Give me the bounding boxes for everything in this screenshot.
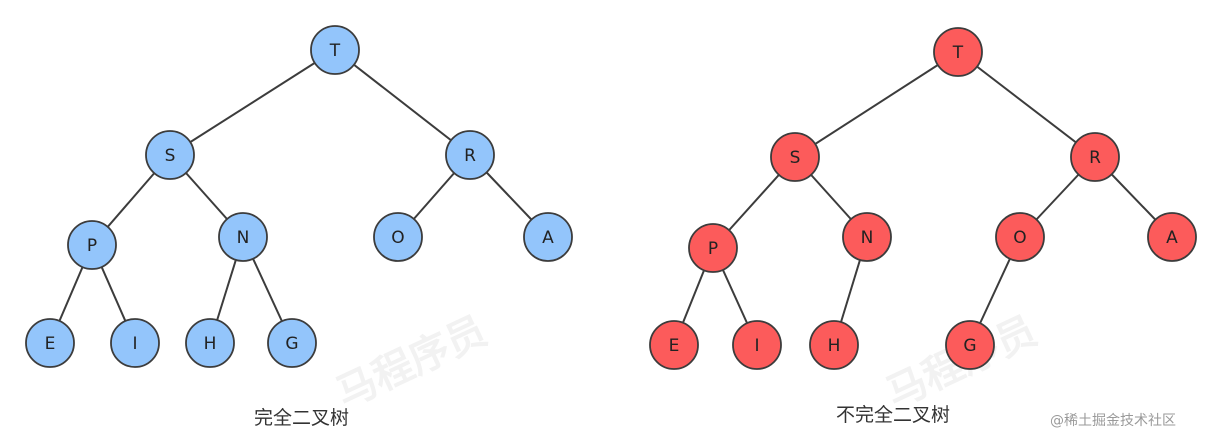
node-label: A	[1166, 228, 1178, 248]
node-label: R	[464, 146, 476, 166]
node-circle	[373, 212, 423, 262]
node-label: E	[45, 334, 56, 354]
caption-complete-binary-tree: 完全二叉树	[254, 407, 350, 429]
node-circle	[267, 318, 317, 368]
node-circle	[732, 320, 782, 370]
edge-T-R	[334, 49, 471, 156]
node-R: R	[1070, 132, 1120, 182]
node-circle	[67, 220, 117, 270]
node-circle	[185, 318, 235, 368]
node-circle	[688, 223, 738, 273]
node-circle	[25, 318, 75, 368]
node-N: N	[218, 212, 268, 262]
node-S: S	[770, 132, 820, 182]
node-H: H	[809, 320, 859, 370]
node-E: E	[649, 320, 699, 370]
node-E: E	[25, 318, 75, 368]
node-circle	[110, 318, 160, 368]
node-circle	[945, 320, 995, 370]
node-label: H	[828, 336, 841, 356]
node-label: G	[963, 336, 976, 356]
node-circle	[770, 132, 820, 182]
node-P: P	[67, 220, 117, 270]
node-label: E	[669, 336, 680, 356]
node-label: P	[87, 236, 97, 256]
node-T: T	[933, 27, 983, 77]
node-label: S	[165, 146, 176, 166]
node-label: H	[204, 334, 217, 354]
node-circle	[218, 212, 268, 262]
edge-T-R	[957, 51, 1096, 158]
node-label: P	[708, 239, 718, 259]
node-label: R	[1089, 148, 1101, 168]
node-circle	[445, 130, 495, 180]
node-circle	[933, 27, 983, 77]
node-label: O	[391, 228, 404, 248]
node-label: N	[237, 228, 250, 248]
node-label: I	[754, 336, 759, 356]
node-circle	[995, 212, 1045, 262]
node-P: P	[688, 223, 738, 273]
node-label: N	[861, 228, 874, 248]
node-N: N	[842, 212, 892, 262]
node-label: T	[952, 43, 964, 63]
node-I: I	[732, 320, 782, 370]
node-S: S	[145, 130, 195, 180]
node-H: H	[185, 318, 235, 368]
node-label: T	[329, 41, 341, 61]
node-A: A	[523, 212, 573, 262]
caption-incomplete-binary-tree: 不完全二叉树	[836, 404, 951, 426]
incomplete-tree: T S R P N O A E I H G	[649, 27, 1197, 370]
node-A: A	[1147, 212, 1197, 262]
edge-T-S	[169, 49, 336, 156]
node-label: A	[542, 228, 554, 248]
node-O: O	[995, 212, 1045, 262]
node-circle	[1147, 212, 1197, 262]
node-circle	[310, 25, 360, 75]
node-circle	[842, 212, 892, 262]
node-O: O	[373, 212, 423, 262]
node-label: I	[132, 334, 137, 354]
node-circle	[649, 320, 699, 370]
node-G: G	[945, 320, 995, 370]
node-label: G	[285, 334, 298, 354]
complete-tree: T S R P N O A E I H G	[25, 25, 573, 368]
node-circle	[1070, 132, 1120, 182]
node-circle	[809, 320, 859, 370]
node-circle	[523, 212, 573, 262]
credit-text: @稀土掘金技术社区	[1050, 413, 1176, 429]
node-T: T	[310, 25, 360, 75]
node-R: R	[445, 130, 495, 180]
node-circle	[145, 130, 195, 180]
node-label: S	[790, 148, 801, 168]
node-label: O	[1013, 228, 1026, 248]
node-I: I	[110, 318, 160, 368]
edge-T-S	[794, 51, 959, 158]
node-G: G	[267, 318, 317, 368]
